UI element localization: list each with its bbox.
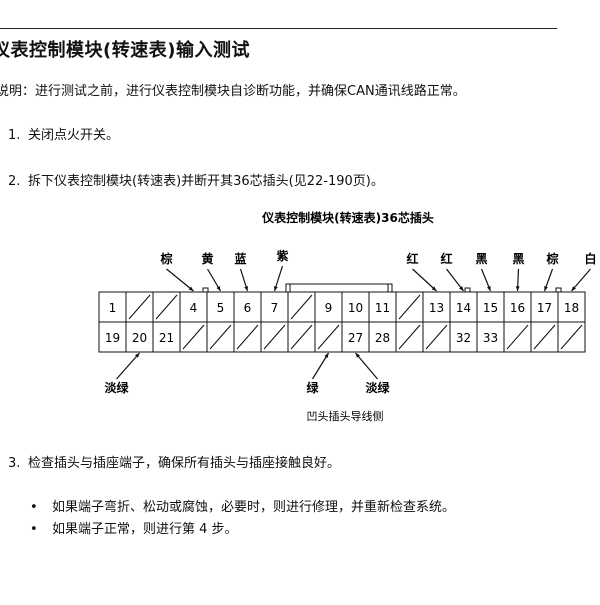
empty-cavity (155, 294, 178, 320)
pin-number: 4 (190, 301, 198, 315)
connector-title: 仪表控制模块(转速表)36芯插头 (261, 210, 434, 225)
empty-cavity (290, 324, 313, 350)
notch (464, 287, 471, 293)
pin-number: 19 (105, 331, 120, 345)
arrow-head (216, 286, 221, 291)
bullet-dot: • (30, 522, 38, 537)
step-1: 1. 关闭点火开关。 (8, 124, 119, 143)
pin-number: 6 (244, 301, 252, 315)
empty-cavity (290, 294, 313, 320)
pin-number: 15 (483, 301, 498, 315)
wire-color-label: 黑 (512, 252, 524, 266)
empty-cavity (533, 324, 556, 350)
wire-arrow (116, 352, 140, 380)
step-number: 3. (8, 456, 21, 471)
empty-cavity (398, 324, 421, 350)
step-text: 拆下仪表控制模块(转速表)并断开其36芯插头(见22-190页)。 (28, 174, 384, 189)
pin-number: 27 (348, 331, 363, 345)
pin-number: 21 (159, 331, 174, 345)
pin-number: 5 (217, 301, 225, 315)
pin-number: 18 (564, 301, 579, 315)
wire-color-label: 淡绿 (104, 380, 129, 395)
top-rule (0, 28, 557, 29)
locking-tab (285, 283, 393, 293)
bullet-2: • 如果端子正常，则进行第 4 步。 (30, 518, 238, 537)
arrow-head (355, 353, 360, 358)
step-text: 关闭点火开关。 (28, 128, 120, 143)
pin-number: 16 (510, 301, 525, 315)
note-text: 说明：进行测试之前，进行仪表控制模块自诊断功能，并确保CAN通讯线路正常。 (0, 84, 466, 99)
arrow-head (544, 286, 548, 291)
arrow-head (431, 286, 437, 291)
wire-color-label: 白 (584, 251, 596, 266)
arrow-head (459, 286, 464, 291)
wire-arrow (446, 268, 464, 292)
arrow-head (515, 286, 520, 291)
pin-number: 28 (375, 331, 390, 345)
pin-number: 7 (271, 301, 279, 315)
empty-cavity (506, 324, 529, 350)
step-3: 3. 检查插头与插座端子，确保所有插头与插座接触良好。 (8, 452, 340, 471)
wire-color-label: 淡绿 (365, 380, 390, 395)
wire-color-label: 黄 (201, 251, 213, 266)
empty-cavity (317, 324, 340, 350)
wire-color-label: 蓝 (234, 251, 246, 266)
top-wire-labels: 棕黄蓝紫红红黑黑棕白 (159, 248, 597, 292)
arrow-head (571, 286, 576, 291)
wire-color-label: 绿 (306, 380, 319, 395)
bullet-text: 如果端子弯折、松动或腐蚀，必要时，则进行修理，并重新检查系统。 (52, 500, 456, 515)
wire-arrow (412, 268, 437, 292)
step-number: 1. (8, 128, 21, 143)
empty-cavity (128, 294, 151, 320)
wire-arrow (311, 352, 330, 380)
bullet-1: • 如果端子弯折、松动或腐蚀，必要时，则进行修理，并重新检查系统。 (30, 496, 455, 515)
step-number: 2. (8, 174, 21, 189)
bullet-dot: • (30, 500, 38, 515)
pin-number: 33 (483, 331, 498, 345)
wire-arrow (571, 268, 591, 292)
empty-cavity (425, 324, 448, 350)
pin-number: 14 (456, 301, 471, 315)
pin-number: 20 (132, 331, 147, 345)
wire-color-label: 红 (406, 251, 418, 266)
pin-number: 11 (375, 301, 390, 315)
arrow-head (274, 286, 278, 291)
pin-number: 1 (109, 301, 117, 315)
connector-caption: 凹头插头导线侧 (307, 409, 384, 423)
pin-number: 32 (456, 331, 471, 345)
pin-number: 9 (325, 301, 333, 315)
step-2: 2. 拆下仪表控制模块(转速表)并断开其36芯插头(见22-190页)。 (8, 170, 384, 189)
wire-arrow (355, 352, 378, 380)
step-text: 检查插头与插座端子，确保所有插头与插座接触良好。 (28, 456, 341, 471)
wire-color-label: 棕 (545, 251, 558, 266)
empty-cavity (236, 324, 259, 350)
arrow-head (324, 353, 329, 358)
empty-cavity (182, 324, 205, 350)
notch (555, 287, 562, 293)
empty-cavity (263, 324, 286, 350)
arrow-head (486, 286, 491, 291)
empty-cavity (398, 294, 421, 320)
arrow-head (134, 353, 140, 358)
arrow-head (244, 286, 248, 291)
bullet-text: 如果端子正常，则进行第 4 步。 (52, 522, 238, 537)
wire-color-label: 黑 (475, 252, 487, 266)
pin-number: 13 (429, 301, 444, 315)
empty-cavity (209, 324, 232, 350)
notch (202, 287, 209, 293)
wire-color-label: 红 (440, 251, 452, 266)
pin-number: 10 (348, 301, 363, 315)
wire-arrow (166, 268, 194, 292)
pin-number: 17 (537, 301, 552, 315)
page-title: 仪表控制模块(转速表)输入测试 (0, 40, 250, 61)
wire-color-label: 紫 (276, 248, 288, 263)
empty-cavity (560, 324, 583, 350)
wire-color-label: 棕 (159, 251, 172, 266)
bottom-wire-labels: 淡绿 绿 淡绿 (104, 352, 390, 395)
arrow-head (188, 286, 194, 291)
